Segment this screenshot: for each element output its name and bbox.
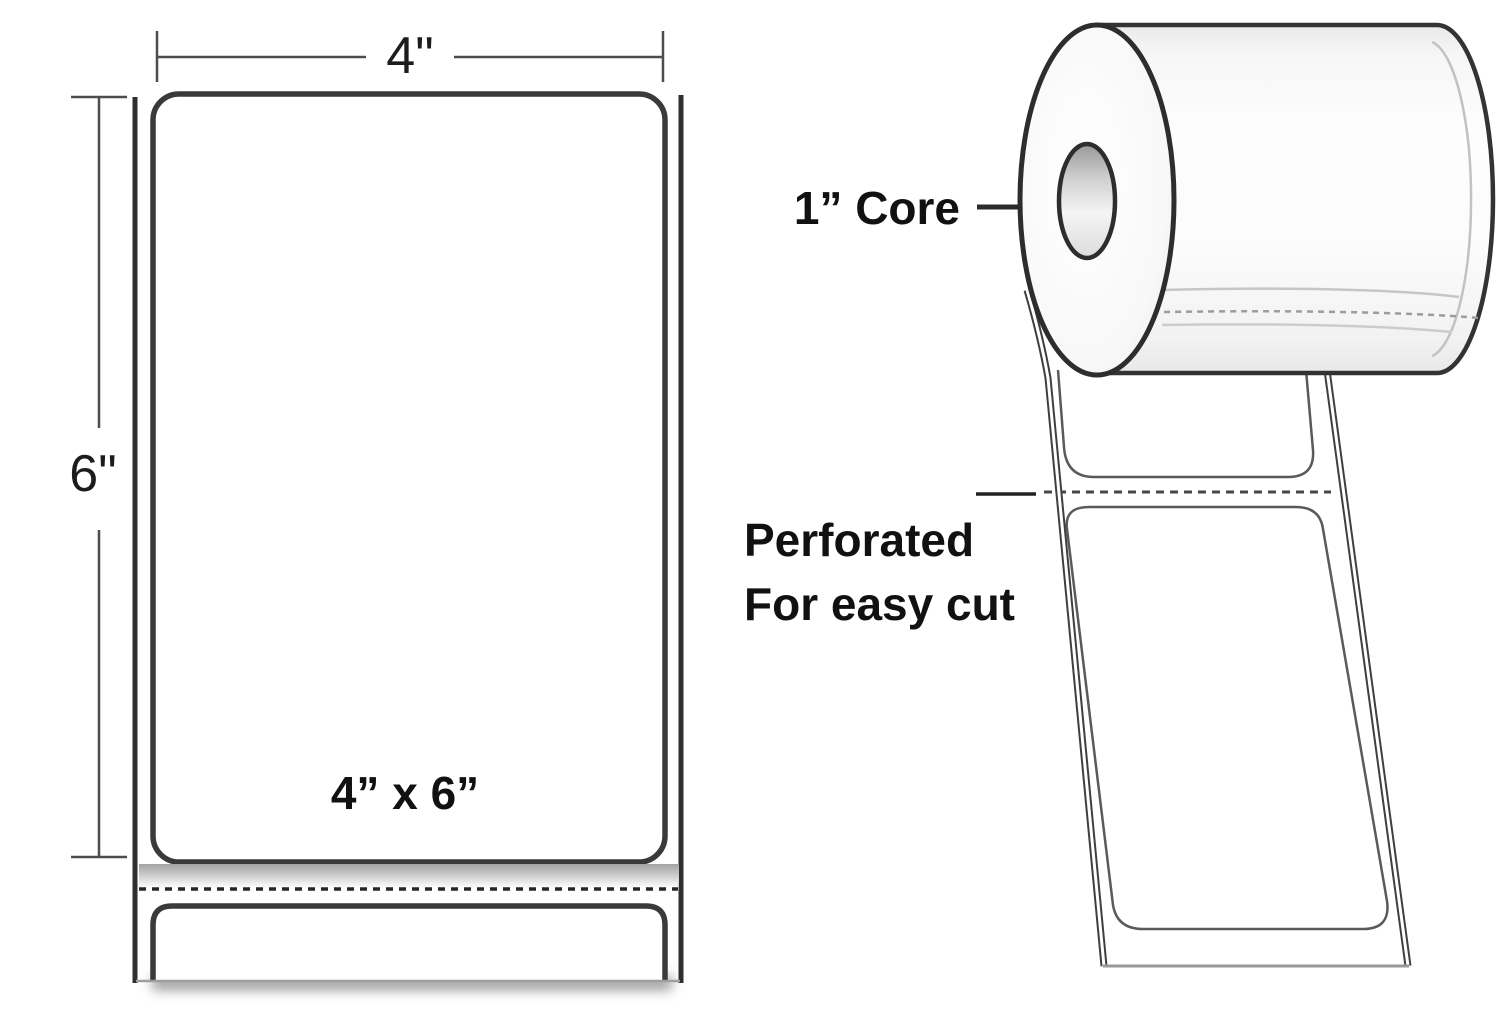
roll-cylinder-outline — [1097, 22, 1496, 376]
roll-wrap-label-edge-bottom — [1161, 323, 1453, 334]
height-dimension — [71, 95, 127, 859]
width-dimension — [155, 31, 665, 82]
flat-label-sticker — [150, 91, 668, 865]
roll-right-end-inner-arc — [1431, 40, 1473, 358]
roll-wrap-label-edge-top — [1161, 287, 1460, 299]
width-dimension-label: 4" — [386, 27, 433, 85]
strip-left-edge-inner — [1025, 289, 1106, 967]
strip-upper-label — [1056, 369, 1315, 479]
roll-cylinder-fill — [1097, 25, 1493, 373]
label-size-caption: 4” x 6” — [331, 767, 479, 819]
strip-right-edge-inner — [1325, 369, 1410, 967]
label-roll-diagram: 1” Core Perforated For easy cut — [744, 22, 1496, 968]
strip-lower-label — [1065, 505, 1389, 931]
label-bottom-shadow — [139, 864, 679, 892]
unwound-strip — [1023, 289, 1412, 968]
roll-core-hole — [1056, 141, 1118, 261]
partial-next-label — [150, 903, 668, 981]
height-dimension-label: 6" — [69, 445, 116, 503]
perforation-annotation-line2: For easy cut — [744, 578, 1015, 630]
flat-label-diagram: 4" 6" 4” x 6” — [69, 27, 684, 990]
perforation-annotation-line1: Perforated — [744, 514, 974, 566]
roll-wrap-lines — [1161, 287, 1481, 334]
core-annotation: 1” Core — [794, 182, 960, 234]
roll-wrap-perforation-dashed — [1163, 310, 1481, 320]
